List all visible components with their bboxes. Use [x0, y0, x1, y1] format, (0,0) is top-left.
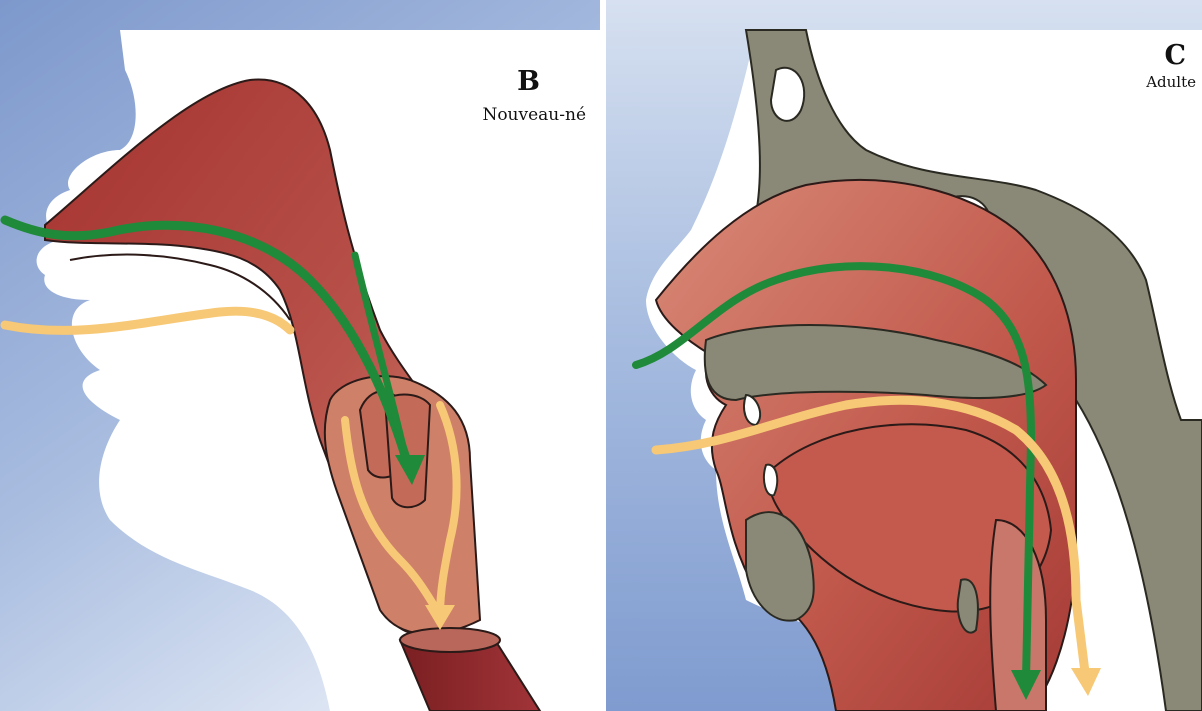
trachea-ring	[400, 628, 500, 652]
panel-caption-newborn: Nouveau-né	[482, 106, 586, 125]
panel-newborn: B Nouveau-né	[0, 0, 600, 711]
epiglottis	[958, 579, 978, 632]
panel-letter-b: B	[517, 68, 540, 95]
frontal-sinus	[771, 68, 804, 121]
panel-letter-c: C	[1165, 42, 1187, 69]
adult-illustration	[606, 0, 1202, 711]
teeth-lower	[764, 465, 777, 496]
panel-caption-adult: Adulte	[1146, 74, 1196, 91]
panel-adult: C Adulte	[606, 0, 1202, 711]
